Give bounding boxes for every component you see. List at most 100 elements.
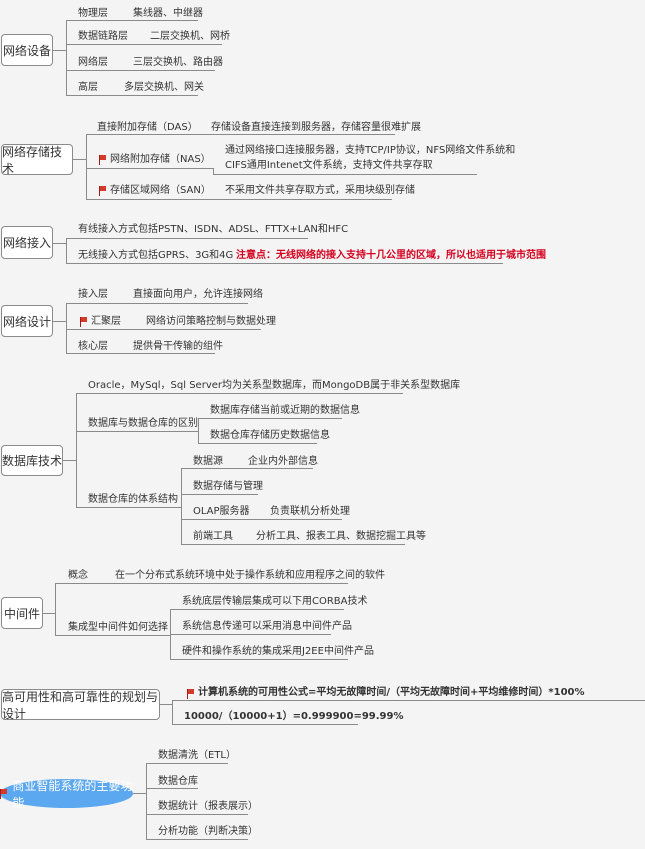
connector-line (66, 353, 215, 354)
connector-line (170, 659, 348, 660)
node-label[interactable]: 计算机系统的可用性公式=平均无故障时间/（平均无故障时间+平均维修时间）*100… (198, 687, 585, 698)
node-label[interactable]: 数据库存储当前或近期的数据信息 (210, 405, 360, 416)
node-label[interactable]: 数据仓库的体系结构 (88, 494, 178, 505)
node-label[interactable]: OLAP服务器 (193, 506, 250, 517)
node-detail[interactable]: 负责联机分析处理 (270, 506, 350, 517)
topic-title: 网络存储技术 (2, 144, 63, 176)
topic-title: 中间件 (3, 606, 40, 621)
node-detail[interactable]: 网络访问策略控制与数据处理 (146, 316, 276, 327)
topic-node[interactable]: 网络设备 (1, 34, 53, 66)
node-detail[interactable]: 分析工具、报表工具、数据挖掘工具等 (256, 531, 426, 542)
node-detail[interactable]: 直接面向用户，允许连接网络 (133, 289, 263, 300)
node-label[interactable]: 数据仓库 (158, 776, 198, 787)
note-detail[interactable]: 注意点：无线网络的接入支持十几公里的区域，所以也适用于城市范围 (236, 250, 546, 261)
node-detail[interactable]: 通过网络接口连接服务器，支持TCP/IP协议，NFS网络文件系统和 (225, 145, 516, 156)
node-label[interactable]: 核心层 (78, 341, 108, 352)
node-label[interactable]: 直接附加存储（DAS） (97, 122, 198, 133)
connector-line (181, 468, 182, 544)
connector-line (198, 418, 199, 443)
node-detail[interactable]: 企业内外部信息 (248, 456, 318, 467)
node-label[interactable]: 数据源 (193, 456, 223, 467)
topic-title: 商业智能系统的主要功能 (12, 778, 133, 810)
node-label[interactable]: Oracle，MySql，Sql Server均为关系型数据库，而MongoDB… (88, 380, 461, 391)
connector-line (172, 700, 173, 724)
node-label[interactable]: 分析功能（判断决策） (158, 826, 258, 837)
node-label[interactable]: 数据存储与管理 (193, 481, 263, 492)
topic-title: 网络设计 (2, 314, 51, 329)
node-label[interactable]: 数据库与数据仓库的区别 (88, 418, 198, 429)
connector-line (76, 393, 403, 394)
node-label[interactable]: 高层 (78, 82, 98, 93)
node-label[interactable]: 前端工具 (193, 531, 233, 542)
connector-line (213, 174, 477, 175)
connector-line (146, 763, 228, 764)
connector-line (55, 635, 170, 636)
topic-title: 数据库技术 (2, 454, 63, 468)
node-label[interactable]: 汇聚层 (91, 316, 121, 327)
connector-line (66, 20, 198, 21)
node-detail[interactable]: 提供骨干传输的组件 (133, 341, 223, 352)
node-label[interactable]: 无线接入方式包括GPRS、3G和4G (78, 250, 234, 261)
connector-line (133, 793, 146, 794)
node-label[interactable]: 有线接入方式包括PSTN、ISDN、ADSL、FTTX+LAN和HFC (78, 224, 349, 235)
connector-line (66, 95, 198, 96)
flag-icon (99, 155, 107, 165)
connector-line (53, 243, 66, 244)
central-topic-node[interactable]: 商业智能系统的主要功能 (0, 778, 133, 810)
node-label[interactable]: 系统信息传递可以采用消息中间件产品 (182, 621, 352, 632)
node-detail[interactable]: CIFS通用Intenet文件系统，支持文件共享存取 (225, 160, 433, 171)
topic-node[interactable]: 数据库技术 (1, 445, 63, 476)
node-label[interactable]: 硬件和操作系统的集成采用J2EE中间件产品 (182, 646, 374, 657)
connector-line (66, 238, 308, 239)
node-detail[interactable]: 存储设备直接连接到服务器，存储容量很难扩展 (211, 122, 421, 133)
connector-line (76, 507, 181, 508)
node-label[interactable]: 系统底层传输层集成可以下用CORBA技术 (182, 596, 368, 607)
connector-line (146, 788, 198, 789)
connector-line (66, 303, 248, 304)
topic-title: 网络接入 (2, 236, 51, 250)
connector-line (55, 583, 56, 635)
flag-icon (80, 317, 88, 327)
connector-line (66, 238, 67, 263)
connector-line (86, 134, 395, 135)
topic-title: 网络设备 (2, 43, 51, 58)
node-detail[interactable]: 多层交换机、网关 (124, 82, 204, 93)
connector-line (172, 724, 358, 725)
node-detail[interactable]: 在一个分布式系统环境中处于操作系统和应用程序之间的软件 (115, 570, 385, 581)
topic-title: 高可用性和高可靠性的规划与设计 (2, 689, 159, 721)
node-label[interactable]: 物理层 (78, 8, 108, 19)
connector-line (66, 70, 215, 71)
node-label[interactable]: 概念 (68, 570, 88, 581)
node-label[interactable]: 接入层 (78, 289, 108, 300)
node-label[interactable]: 数据链路层 (78, 31, 128, 42)
node-label[interactable]: 网络附加存储（NAS） (110, 154, 211, 165)
flag-icon (0, 788, 8, 799)
node-label[interactable]: 数据统计（报表展示） (158, 801, 258, 812)
connector-line (76, 431, 198, 432)
connector-line (181, 494, 258, 495)
topic-node[interactable]: 网络接入 (1, 226, 53, 259)
node-label[interactable]: 网络层 (78, 57, 108, 68)
flag-icon (99, 186, 107, 196)
topic-node[interactable]: 网络设计 (1, 305, 53, 337)
node-label[interactable]: 集成型中间件如何选择 (68, 622, 168, 633)
node-label[interactable]: 10000/（10000+1）=0.999900=99.99% (184, 711, 404, 722)
connector-line (170, 634, 331, 635)
node-label[interactable]: 数据仓库存储历史数据信息 (210, 430, 330, 441)
connector-line (76, 393, 77, 507)
node-label[interactable]: 存储区域网络（SAN） (110, 185, 211, 196)
connector-line (53, 321, 66, 322)
topic-node[interactable]: 高可用性和高可靠性的规划与设计 (1, 689, 160, 721)
connector-line (66, 263, 503, 264)
connector-line (55, 583, 348, 584)
connector-line (86, 168, 213, 169)
node-detail[interactable]: 三层交换机、路由器 (133, 57, 223, 68)
topic-node[interactable]: 中间件 (1, 597, 43, 629)
connector-line (66, 20, 67, 95)
node-detail[interactable]: 集线器、中继器 (133, 8, 203, 19)
connector-line (160, 704, 172, 705)
node-label[interactable]: 数据清洗（ETL） (158, 750, 236, 761)
node-detail[interactable]: 不采用文件共享存取方式，采用块级别存储 (225, 185, 415, 196)
node-detail[interactable]: 二层交换机、网桥 (150, 31, 230, 42)
topic-node[interactable]: 网络存储技术 (1, 144, 73, 176)
